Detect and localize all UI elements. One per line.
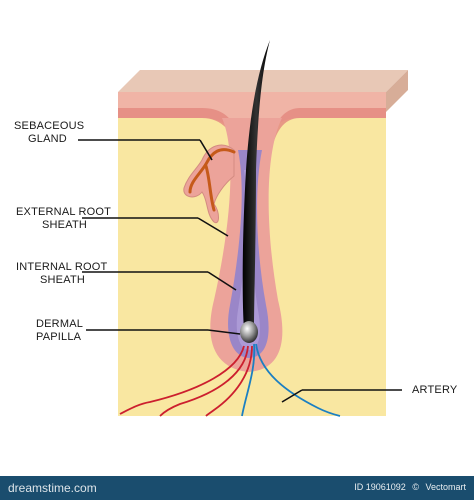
skin-surface-top — [118, 70, 408, 92]
label-dermal-papilla: DERMAL PAPILLA — [36, 318, 83, 344]
artery-vessel-2 — [159, 345, 249, 417]
dermal-papilla-bulb — [240, 321, 258, 343]
label-artery-text: ARTERY — [412, 384, 458, 396]
sebaceous-gland-duct — [188, 148, 236, 212]
footer-author[interactable]: Vectomart — [425, 482, 466, 492]
label-sebaceous-gland: SEBACEOUS GLAND — [14, 120, 84, 146]
vein-vessel-2 — [255, 343, 341, 417]
internal-sheath-leader-line-2 — [207, 271, 237, 291]
label-external-line1: EXTERNAL ROOT — [16, 206, 112, 218]
artery-vessel-3 — [205, 345, 253, 417]
label-external-line2: SHEATH — [42, 219, 88, 231]
sebaceous-leader-line-2 — [199, 139, 213, 161]
artery-leader-line-2 — [281, 389, 303, 403]
label-external-root-sheath: EXTERNAL ROOT SHEATH — [16, 206, 111, 232]
copyright-icon: © — [412, 482, 419, 492]
footer-brand[interactable]: dreamstime.com — [8, 481, 97, 495]
epidermis-inner-band — [118, 108, 386, 170]
label-dermal-line1: DERMAL — [36, 318, 84, 330]
vein-vessel-1 — [241, 343, 256, 417]
label-artery: ARTERY — [412, 384, 457, 397]
artery-vessel-1 — [119, 345, 245, 415]
hair-follicle-diagram — [78, 40, 408, 417]
dermal-papilla-leader-line-2 — [207, 329, 241, 335]
label-internal-line2: SHEATH — [40, 274, 86, 286]
footer-id: ID 19061092 — [354, 482, 406, 492]
label-internal-root-sheath: INTERNAL ROOT SHEATH — [16, 261, 107, 287]
skin-side — [386, 70, 408, 112]
label-sebaceous-line1: SEBACEOUS — [14, 120, 85, 132]
label-dermal-line2: PAPILLA — [36, 331, 82, 343]
label-internal-line1: INTERNAL ROOT — [16, 261, 108, 273]
hair-shaft — [242, 40, 270, 330]
footer-meta: ID 19061092 © Vectomart — [350, 482, 466, 492]
label-sebaceous-line2: GLAND — [28, 133, 67, 145]
external-sheath-leader-line-2 — [197, 217, 229, 237]
footer-bar: dreamstime.com ID 19061092 © Vectomart — [0, 476, 474, 500]
